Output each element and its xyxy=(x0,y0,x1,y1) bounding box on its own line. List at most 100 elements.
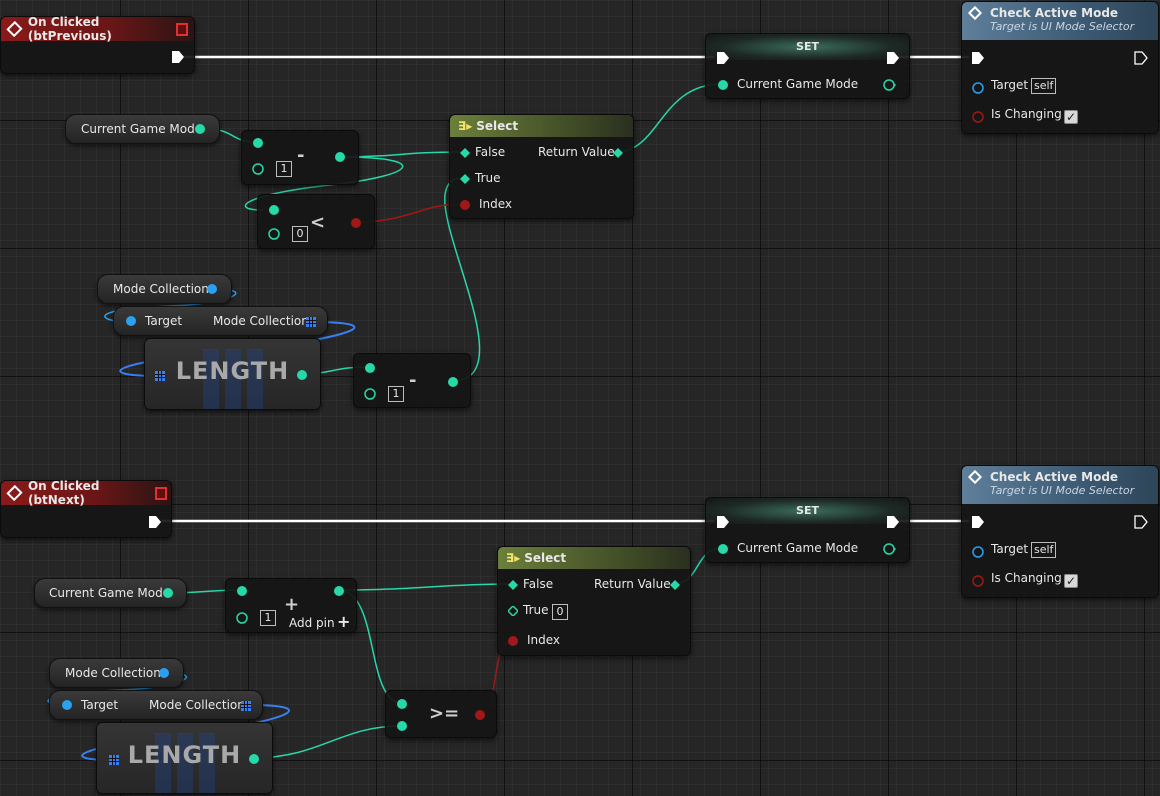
event-title: On Clicked (btPrevious) xyxy=(27,15,112,43)
false-label: False xyxy=(523,577,554,591)
mode-collection-member-top[interactable]: Target Mode Collection xyxy=(113,306,328,336)
delegate-pin-icon[interactable] xyxy=(155,486,168,500)
event-node-btprevious[interactable]: On Clicked (btPrevious) xyxy=(0,15,195,74)
object-in-pin[interactable] xyxy=(61,699,73,711)
bool-in-pin[interactable] xyxy=(971,110,985,124)
is-changing-checkbox[interactable]: ✓ xyxy=(1064,574,1078,588)
int-in-pin[interactable] xyxy=(396,720,408,732)
select-node-bottom[interactable]: ∃▸ Select False Return Value True 0 Inde… xyxy=(497,546,691,656)
mode-collection-member-bottom[interactable]: Target Mode Collection xyxy=(49,690,263,720)
wildcard-in-pin-true[interactable] xyxy=(460,174,470,184)
check-active-mode-node-bottom[interactable]: Check Active Mode Target is UI Mode Sele… xyxy=(961,465,1159,598)
greater-equal-operator: >= xyxy=(429,703,460,724)
index-pin[interactable] xyxy=(507,635,519,647)
subtract-node-top[interactable]: 1 - xyxy=(241,130,359,185)
set-node-top[interactable]: SET Current Game Mode xyxy=(705,33,910,99)
object-out-pin[interactable] xyxy=(206,283,218,295)
array-in-pin[interactable] xyxy=(155,371,165,381)
object-out-pin[interactable] xyxy=(158,667,170,679)
exec-in-pin[interactable] xyxy=(716,51,730,65)
add-value[interactable]: 1 xyxy=(260,610,276,626)
select-title: Select xyxy=(524,551,567,565)
exec-out-pin[interactable] xyxy=(171,50,185,64)
function-title: Check Active Mode xyxy=(990,470,1119,484)
int-in-pin[interactable] xyxy=(717,543,729,555)
subtract-node-length-top[interactable]: 1 - xyxy=(353,353,471,408)
getter-current-game-mode-bottom[interactable]: Current Game Mode xyxy=(34,578,187,608)
object-in-pin[interactable] xyxy=(125,315,137,327)
int-in-pin[interactable] xyxy=(364,362,376,374)
is-changing-checkbox[interactable]: ✓ xyxy=(1064,110,1078,124)
exec-out-pin[interactable] xyxy=(1134,51,1148,65)
set-node-bottom[interactable]: SET Current Game Mode xyxy=(705,497,910,563)
int-in-pin[interactable] xyxy=(364,388,376,400)
length-label: LENGTH xyxy=(175,357,290,385)
add-pin-plus-icon[interactable]: + xyxy=(337,612,351,631)
exec-in-pin[interactable] xyxy=(716,515,730,529)
exec-out-pin[interactable] xyxy=(886,515,900,529)
exec-out-pin[interactable] xyxy=(1134,515,1148,529)
array-out-pin[interactable] xyxy=(306,317,316,327)
object-in-pin[interactable] xyxy=(971,81,985,95)
bool-out-pin[interactable] xyxy=(350,217,362,229)
return-value-pin[interactable] xyxy=(670,580,680,590)
add-node-bottom[interactable]: 1 + Add pin + xyxy=(225,578,357,633)
int-out-pin[interactable] xyxy=(248,753,260,765)
return-value-label: Return Value xyxy=(594,577,671,591)
int-out-pin[interactable] xyxy=(162,587,174,599)
getter-mode-collection-top[interactable]: Mode Collection xyxy=(97,274,232,304)
int-in-pin[interactable] xyxy=(268,204,280,216)
event-node-btnext[interactable]: On Clicked (btNext) xyxy=(0,479,172,538)
array-in-pin[interactable] xyxy=(109,755,119,765)
subtract-value[interactable]: 1 xyxy=(276,161,292,177)
int-out-pin[interactable] xyxy=(882,542,896,556)
select-node-top[interactable]: ∃▸ Select False Return Value True Index xyxy=(449,114,634,219)
int-in-pin[interactable] xyxy=(236,585,248,597)
bool-out-pin[interactable] xyxy=(474,709,486,721)
exec-out-pin[interactable] xyxy=(886,51,900,65)
int-in-pin[interactable] xyxy=(268,228,280,240)
delegate-pin-icon[interactable] xyxy=(176,22,188,36)
function-header: Check Active Mode Target is UI Mode Sele… xyxy=(962,2,1158,40)
getter-label: Mode Collection xyxy=(113,282,209,296)
is-changing-label: Is Changing xyxy=(991,107,1062,121)
less-value[interactable]: 0 xyxy=(292,226,308,242)
index-pin[interactable] xyxy=(459,199,471,211)
int-out-pin[interactable] xyxy=(334,151,346,163)
int-in-pin[interactable] xyxy=(252,163,264,175)
int-in-pin[interactable] xyxy=(717,79,729,91)
int-out-pin[interactable] xyxy=(447,376,459,388)
int-out-pin[interactable] xyxy=(882,78,896,92)
exec-in-pin[interactable] xyxy=(971,51,985,65)
add-pin-label[interactable]: Add pin xyxy=(289,616,335,630)
int-in-pin[interactable] xyxy=(396,698,408,710)
length-node-bottom[interactable]: LENGTH xyxy=(96,722,273,794)
length-node-top[interactable]: LENGTH xyxy=(144,338,321,410)
check-active-mode-node-top[interactable]: Check Active Mode Target is UI Mode Sele… xyxy=(961,1,1159,134)
object-in-pin[interactable] xyxy=(971,545,985,559)
less-node-top[interactable]: 0 < xyxy=(257,194,375,249)
exec-out-pin[interactable] xyxy=(148,515,162,529)
target-value[interactable]: self xyxy=(1031,542,1057,558)
subtract-value[interactable]: 1 xyxy=(388,386,404,402)
subtract-operator: - xyxy=(297,145,305,166)
array-out-pin[interactable] xyxy=(241,701,251,711)
int-in-pin[interactable] xyxy=(252,137,264,149)
exec-in-pin[interactable] xyxy=(971,515,985,529)
wildcard-in-pin-false[interactable] xyxy=(508,580,518,590)
wildcard-in-pin-false[interactable] xyxy=(460,148,470,158)
int-out-pin[interactable] xyxy=(296,369,308,381)
wildcard-in-pin-true[interactable] xyxy=(508,606,518,616)
getter-mode-collection-bottom[interactable]: Mode Collection xyxy=(49,658,184,688)
true-value[interactable]: 0 xyxy=(552,604,568,620)
less-operator: < xyxy=(310,212,326,233)
greater-equal-node-bottom[interactable]: >= xyxy=(385,690,497,738)
target-value[interactable]: self xyxy=(1031,78,1057,94)
bool-in-pin[interactable] xyxy=(971,574,985,588)
return-value-pin[interactable] xyxy=(613,148,623,158)
int-in-pin[interactable] xyxy=(236,612,248,624)
int-out-pin[interactable] xyxy=(333,585,345,597)
set-title: SET xyxy=(706,34,909,60)
int-out-pin[interactable] xyxy=(194,123,206,135)
getter-current-game-mode-top[interactable]: Current Game Mode xyxy=(65,114,220,144)
